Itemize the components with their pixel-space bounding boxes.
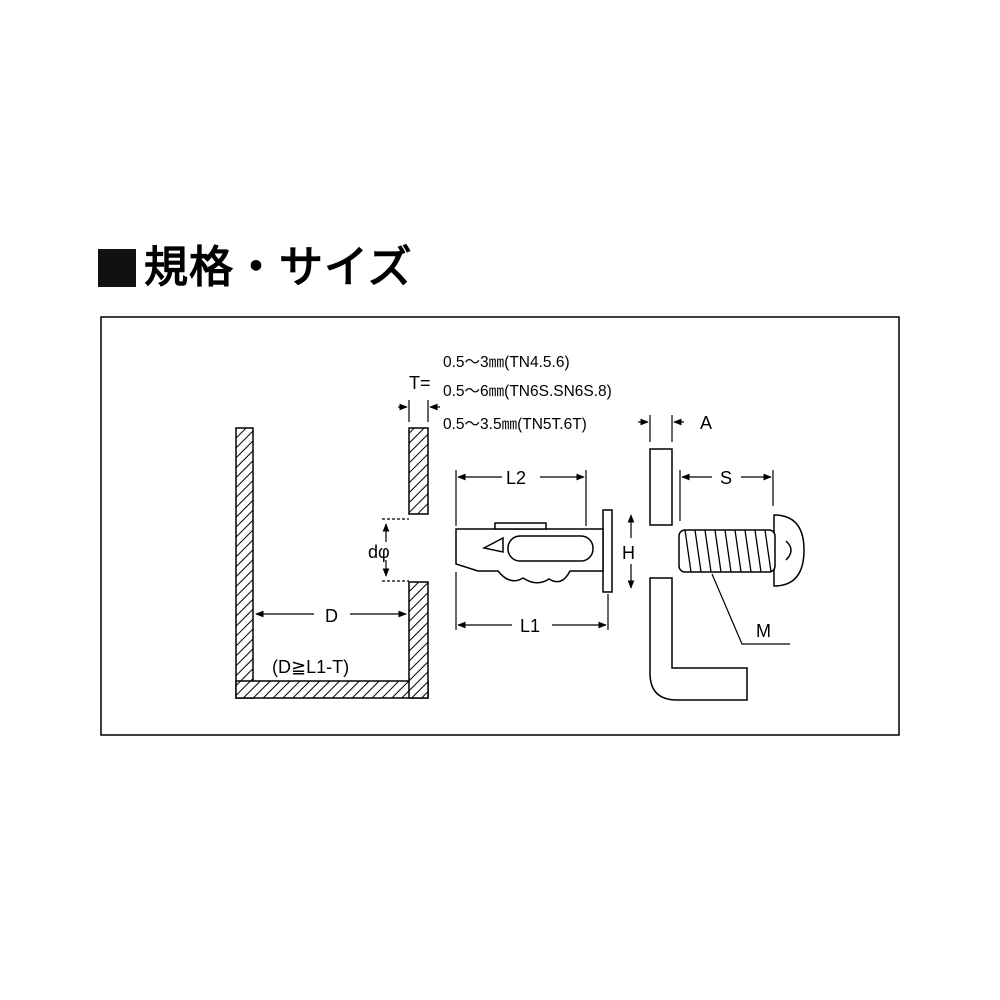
section-heading: 規格・サイズ <box>98 238 413 298</box>
screw-length-dimension <box>679 470 774 521</box>
section-title: 規格・サイズ <box>144 242 413 293</box>
hole-diameter-dimension <box>382 518 409 582</box>
label-thickness: T= <box>409 373 431 393</box>
label-length-l2: L2 <box>506 468 526 488</box>
thickness-spec-2: 0.5～6㎜(TN6S.SN6S.8) <box>443 383 612 400</box>
label-screw-size: M <box>756 621 771 641</box>
screw <box>678 514 805 587</box>
label-height: H <box>622 543 635 563</box>
screw-size-leader <box>711 573 790 645</box>
label-attach-thickness: A <box>700 413 712 433</box>
length-l2-dimension <box>455 470 587 526</box>
label-length-l1: L1 <box>520 616 540 636</box>
attach-thickness-dimension <box>638 415 684 442</box>
black-square-icon <box>98 249 136 287</box>
spec-diagram: dφ D (D≧L1-T) T= 0.5～3㎜(TN4.5.6) 0.5～6㎜(… <box>100 316 900 736</box>
thickness-spec-1: 0.5～3㎜(TN4.5.6) <box>443 354 570 371</box>
thickness-spec-3: 0.5～3.5㎜(TN5T.6T) <box>443 416 587 433</box>
screw-thread <box>684 529 772 573</box>
attach-plate <box>649 448 748 701</box>
diagram-border <box>100 316 900 736</box>
label-condition: (D≧L1-T) <box>272 657 349 677</box>
length-l1-dimension <box>455 572 609 630</box>
label-screw-length: S <box>720 468 732 488</box>
hatched-panel <box>235 427 429 699</box>
thickness-dimension <box>398 400 440 422</box>
anchor-nut <box>455 509 613 593</box>
label-hole-diameter: dφ <box>368 542 390 562</box>
label-depth: D <box>325 606 338 626</box>
